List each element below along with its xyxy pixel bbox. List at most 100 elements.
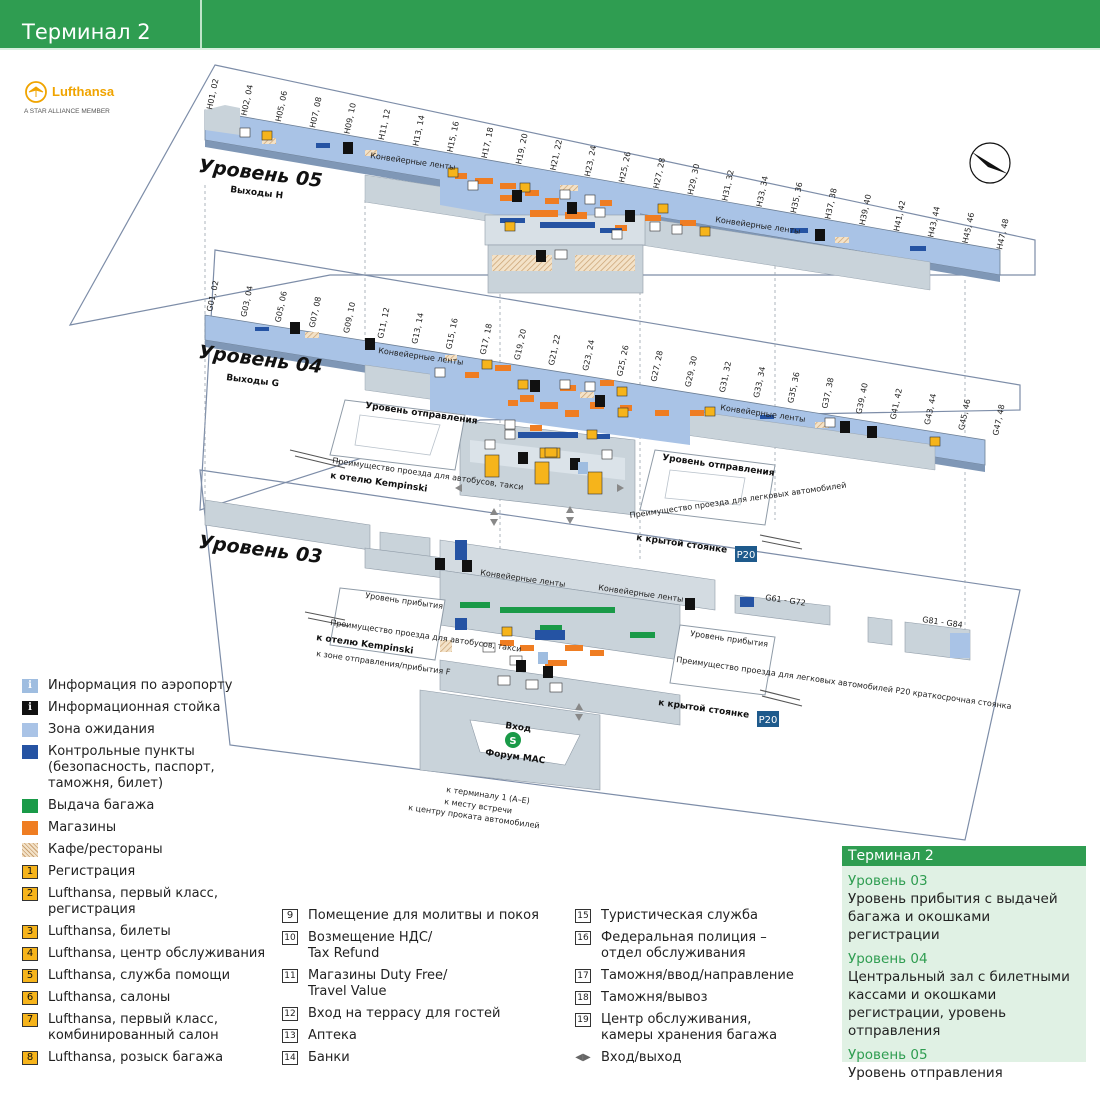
- legend-number-marker: 5: [22, 969, 38, 983]
- legend-number-marker: 16: [575, 931, 591, 945]
- gate-label: H01, 02: [205, 78, 220, 111]
- level-05-concourse: [204, 105, 1001, 294]
- legend-label: Центр обслуживания, камеры хранения бага…: [601, 1012, 778, 1043]
- baggage-swatch: [22, 799, 38, 813]
- legend-number-marker: 13: [282, 1029, 298, 1043]
- road-arrows: [289, 449, 803, 707]
- facility-markers: [239, 127, 941, 693]
- legend-number-marker: 8: [22, 1051, 38, 1065]
- gate-label: H21, 22: [549, 139, 564, 172]
- summary-level-05: Уровень 05: [848, 1047, 928, 1063]
- gate-label: G27, 28: [649, 350, 664, 383]
- gate-label: H37, 38: [823, 187, 838, 220]
- legend-label: Помещение для молитвы и покоя: [308, 908, 539, 923]
- header-tab: [0, 0, 202, 48]
- legend-number-marker: 7: [22, 1013, 38, 1027]
- level-05-subtitle: Выходы H: [230, 185, 284, 201]
- legend-label: Вход/выход: [601, 1050, 682, 1065]
- level-03-floor: [204, 499, 971, 791]
- parking-label-bottom: P20: [759, 715, 778, 726]
- gate-label: H19, 20: [514, 133, 529, 166]
- legend-item: Магазины: [22, 820, 116, 836]
- legend-label: Зона ожидания: [48, 722, 155, 737]
- terminal-summary-title: Терминал 2: [842, 846, 1086, 866]
- lufthansa-logo: Lufthansa A STAR ALLIANCE MEMBER: [24, 80, 144, 120]
- gate-label: G39, 40: [854, 382, 869, 415]
- legend-label: Lufthansa, служба помощи: [48, 968, 231, 983]
- gate-label: G31, 32: [718, 360, 733, 393]
- legend-item: ◀▶Вход/выход: [575, 1050, 682, 1066]
- gate-label: G33, 34: [752, 366, 767, 399]
- gate-label: H09, 10: [343, 102, 358, 135]
- gate-label: H31, 32: [720, 169, 735, 202]
- legend-label: Регистрация: [48, 864, 136, 879]
- legend-label: Магазины Duty Free/ Travel Value: [308, 968, 448, 999]
- legend-label: Таможня/вывоз: [601, 990, 708, 1005]
- legend-item: Выдача багажа: [22, 798, 154, 814]
- level-04-subtitle: Выходы G: [226, 373, 280, 389]
- legend-item: 19 Центр обслуживания, камеры хранения ба…: [575, 1012, 777, 1044]
- checkpoint-swatch: [22, 745, 38, 759]
- summary-desc-04: Центральный зал с билетными кассами и ок…: [848, 969, 1070, 1039]
- legend-number-marker: 12: [282, 1007, 298, 1021]
- legend-item: 12 Вход на террасу для гостей: [282, 1006, 501, 1022]
- legend-label: Магазины: [48, 820, 117, 835]
- gate-label: G03, 04: [239, 285, 254, 318]
- gate-label: H25, 26: [617, 151, 632, 184]
- gate-label: G35, 36: [786, 371, 801, 404]
- gate-label: G43, 44: [923, 393, 938, 426]
- legend-item: Кафе/рестораны: [22, 842, 163, 858]
- legend-number-marker: 14: [282, 1051, 298, 1065]
- legend-item: 5 Lufthansa, служба помощи: [22, 968, 230, 984]
- gate-label: H07, 08: [308, 96, 323, 129]
- legend-label: Вход на террасу для гостей: [308, 1006, 501, 1021]
- legend-label: Выдача багажа: [48, 798, 155, 813]
- logo-name: Lufthansa: [52, 84, 115, 99]
- gate-label: H41, 42: [892, 200, 907, 233]
- legend-number-marker: 10: [282, 931, 298, 945]
- page-title: Терминал 2: [22, 20, 151, 44]
- legend-label: Lufthansa, первый класс, комбинированный…: [48, 1012, 219, 1043]
- gate-label: G45, 46: [957, 398, 972, 431]
- gate-label: G21, 22: [547, 333, 562, 366]
- gate-label: G47, 48: [991, 404, 1006, 437]
- info-icon: i: [22, 679, 38, 693]
- legend-label: Туристическая служба: [601, 908, 758, 923]
- legend-number-marker: 3: [22, 925, 38, 939]
- legend-number-marker: 17: [575, 969, 591, 983]
- gate-label: G29, 30: [684, 355, 699, 388]
- gate-label: G41, 42: [889, 387, 904, 420]
- legend-label: Информационная стойка: [48, 700, 221, 715]
- entrance-label: Вход: [505, 721, 532, 735]
- legend-label: Lufthansa, центр обслуживания: [48, 946, 266, 961]
- s-bahn-label: S: [509, 736, 516, 747]
- legend-label: Банки: [308, 1050, 350, 1065]
- parking-label-top: P20: [737, 550, 756, 561]
- legend-number-marker: 6: [22, 991, 38, 1005]
- covered-parking-label-top: к крытой стоянке: [636, 533, 728, 556]
- gate-label: G13, 14: [410, 312, 425, 345]
- gate-label: H05, 06: [274, 90, 289, 123]
- gate-label: H17, 18: [480, 126, 495, 159]
- header-divider: [0, 48, 1100, 50]
- info-desk-icon: i: [22, 701, 38, 715]
- entry-exit-arrows: [455, 484, 624, 721]
- parking-p20-top: P20: [735, 546, 757, 562]
- legend-number-marker: 19: [575, 1013, 591, 1027]
- legend-item: Зона ожидания: [22, 722, 155, 738]
- gate-label: G09, 10: [342, 301, 357, 334]
- logo-subtitle: A STAR ALLIANCE MEMBER: [24, 108, 110, 115]
- waiting-swatch: [22, 723, 38, 737]
- gate-label: H45, 46: [961, 212, 976, 245]
- gate-label: H23, 24: [583, 145, 598, 178]
- gate-label: G17, 18: [479, 323, 494, 356]
- gate-label: G23, 24: [581, 339, 596, 372]
